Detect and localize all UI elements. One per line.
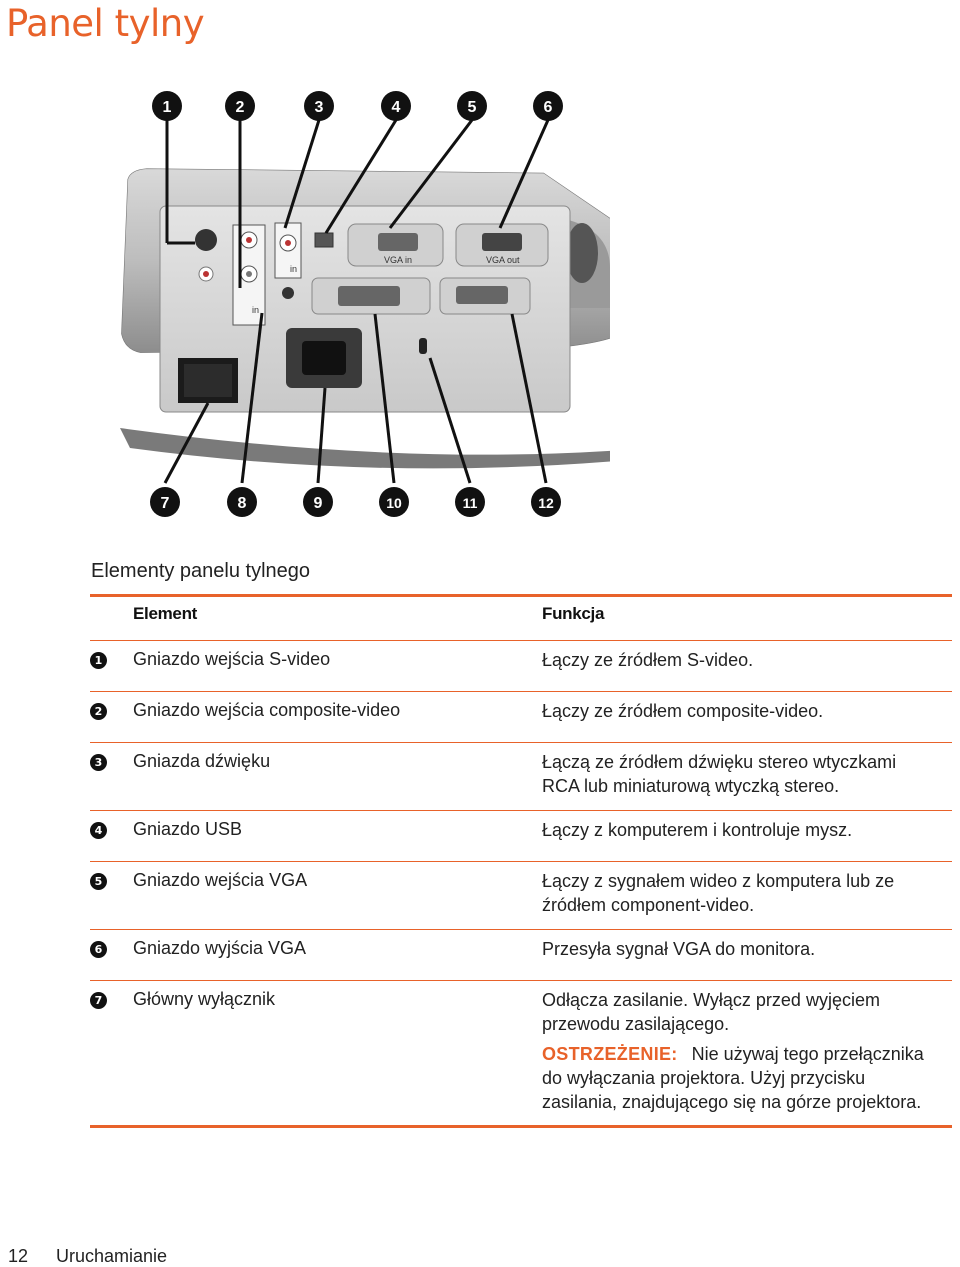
callout-4: 4 (392, 99, 401, 116)
row-number-7: 7 (90, 992, 107, 1009)
table-bottom-rule (90, 1125, 952, 1128)
callout-5: 5 (468, 99, 477, 116)
audio-in-label: in (290, 264, 297, 274)
element-usb: Gniazdo USB (133, 819, 243, 839)
callout-9: 9 (314, 495, 323, 512)
element-vga-in: Gniazdo wejścia VGA (133, 870, 308, 890)
row-number-6: 6 (90, 941, 107, 958)
callout-6: 6 (544, 99, 553, 116)
function-vga-out: Przesyła sygnał VGA do monitora. (542, 939, 816, 959)
row-divider (90, 810, 952, 811)
row-divider (90, 742, 952, 743)
header-function: Funkcja (542, 604, 605, 623)
warning-label: OSTRZEŻENIE: (542, 1044, 678, 1064)
row-number-5: 5 (90, 873, 107, 890)
callout-10: 10 (386, 495, 402, 511)
callout-3: 3 (315, 99, 324, 116)
row-divider (90, 980, 952, 981)
callout-8: 8 (238, 495, 247, 512)
callout-11: 11 (463, 495, 478, 511)
table-top-rule (90, 594, 952, 597)
footer-section: Uruchamianie (56, 1246, 168, 1266)
page-number: 12 (8, 1246, 29, 1266)
function-audio: Łączą ze źródłem dźwięku stereo wtyczkam… (542, 752, 897, 796)
audio-in-label-2: in (252, 305, 259, 315)
callout-12: 12 (538, 495, 554, 511)
row-number-2: 2 (90, 703, 107, 720)
function-usb: Łączy z komputerem i kontroluje mysz. (542, 820, 853, 840)
row-number-1: 1 (90, 652, 107, 669)
row-number-4: 4 (90, 822, 107, 839)
element-main-switch: Główny wyłącznik (133, 989, 276, 1009)
function-vga-in: Łączy z sygnałem wideo z komputera lub z… (542, 871, 895, 915)
function-svideo: Łączy ze źródłem S-video. (542, 650, 754, 670)
warning-note: OSTRZEŻENIE:Nie używaj tego przełącznika… (542, 1044, 924, 1112)
table-caption: Elementy panelu tylnego (91, 560, 311, 582)
row-divider (90, 861, 952, 862)
row-number-3: 3 (90, 754, 107, 771)
row-divider (90, 691, 952, 692)
vga-in-label: VGA in (384, 255, 412, 265)
page-title: Panel tylny (6, 2, 205, 45)
element-svideo: Gniazdo wejścia S-video (133, 649, 331, 669)
function-composite: Łączy ze źródłem composite-video. (542, 701, 824, 721)
function-main-switch: Odłącza zasilanie. Wyłącz przed wyjęciem… (542, 988, 942, 1114)
callout-2: 2 (236, 99, 245, 116)
row-divider (90, 929, 952, 930)
callout-7: 7 (161, 495, 170, 512)
header-element: Element (133, 604, 198, 623)
projector-rear-panel-figure: in in VGA in VGA out (90, 88, 650, 528)
row-divider (90, 640, 952, 641)
element-composite: Gniazdo wejścia composite-video (133, 700, 401, 720)
vga-out-label: VGA out (486, 255, 520, 265)
element-vga-out: Gniazdo wyjścia VGA (133, 938, 307, 958)
element-audio: Gniazda dźwięku (133, 751, 271, 771)
callout-1: 1 (163, 99, 172, 116)
